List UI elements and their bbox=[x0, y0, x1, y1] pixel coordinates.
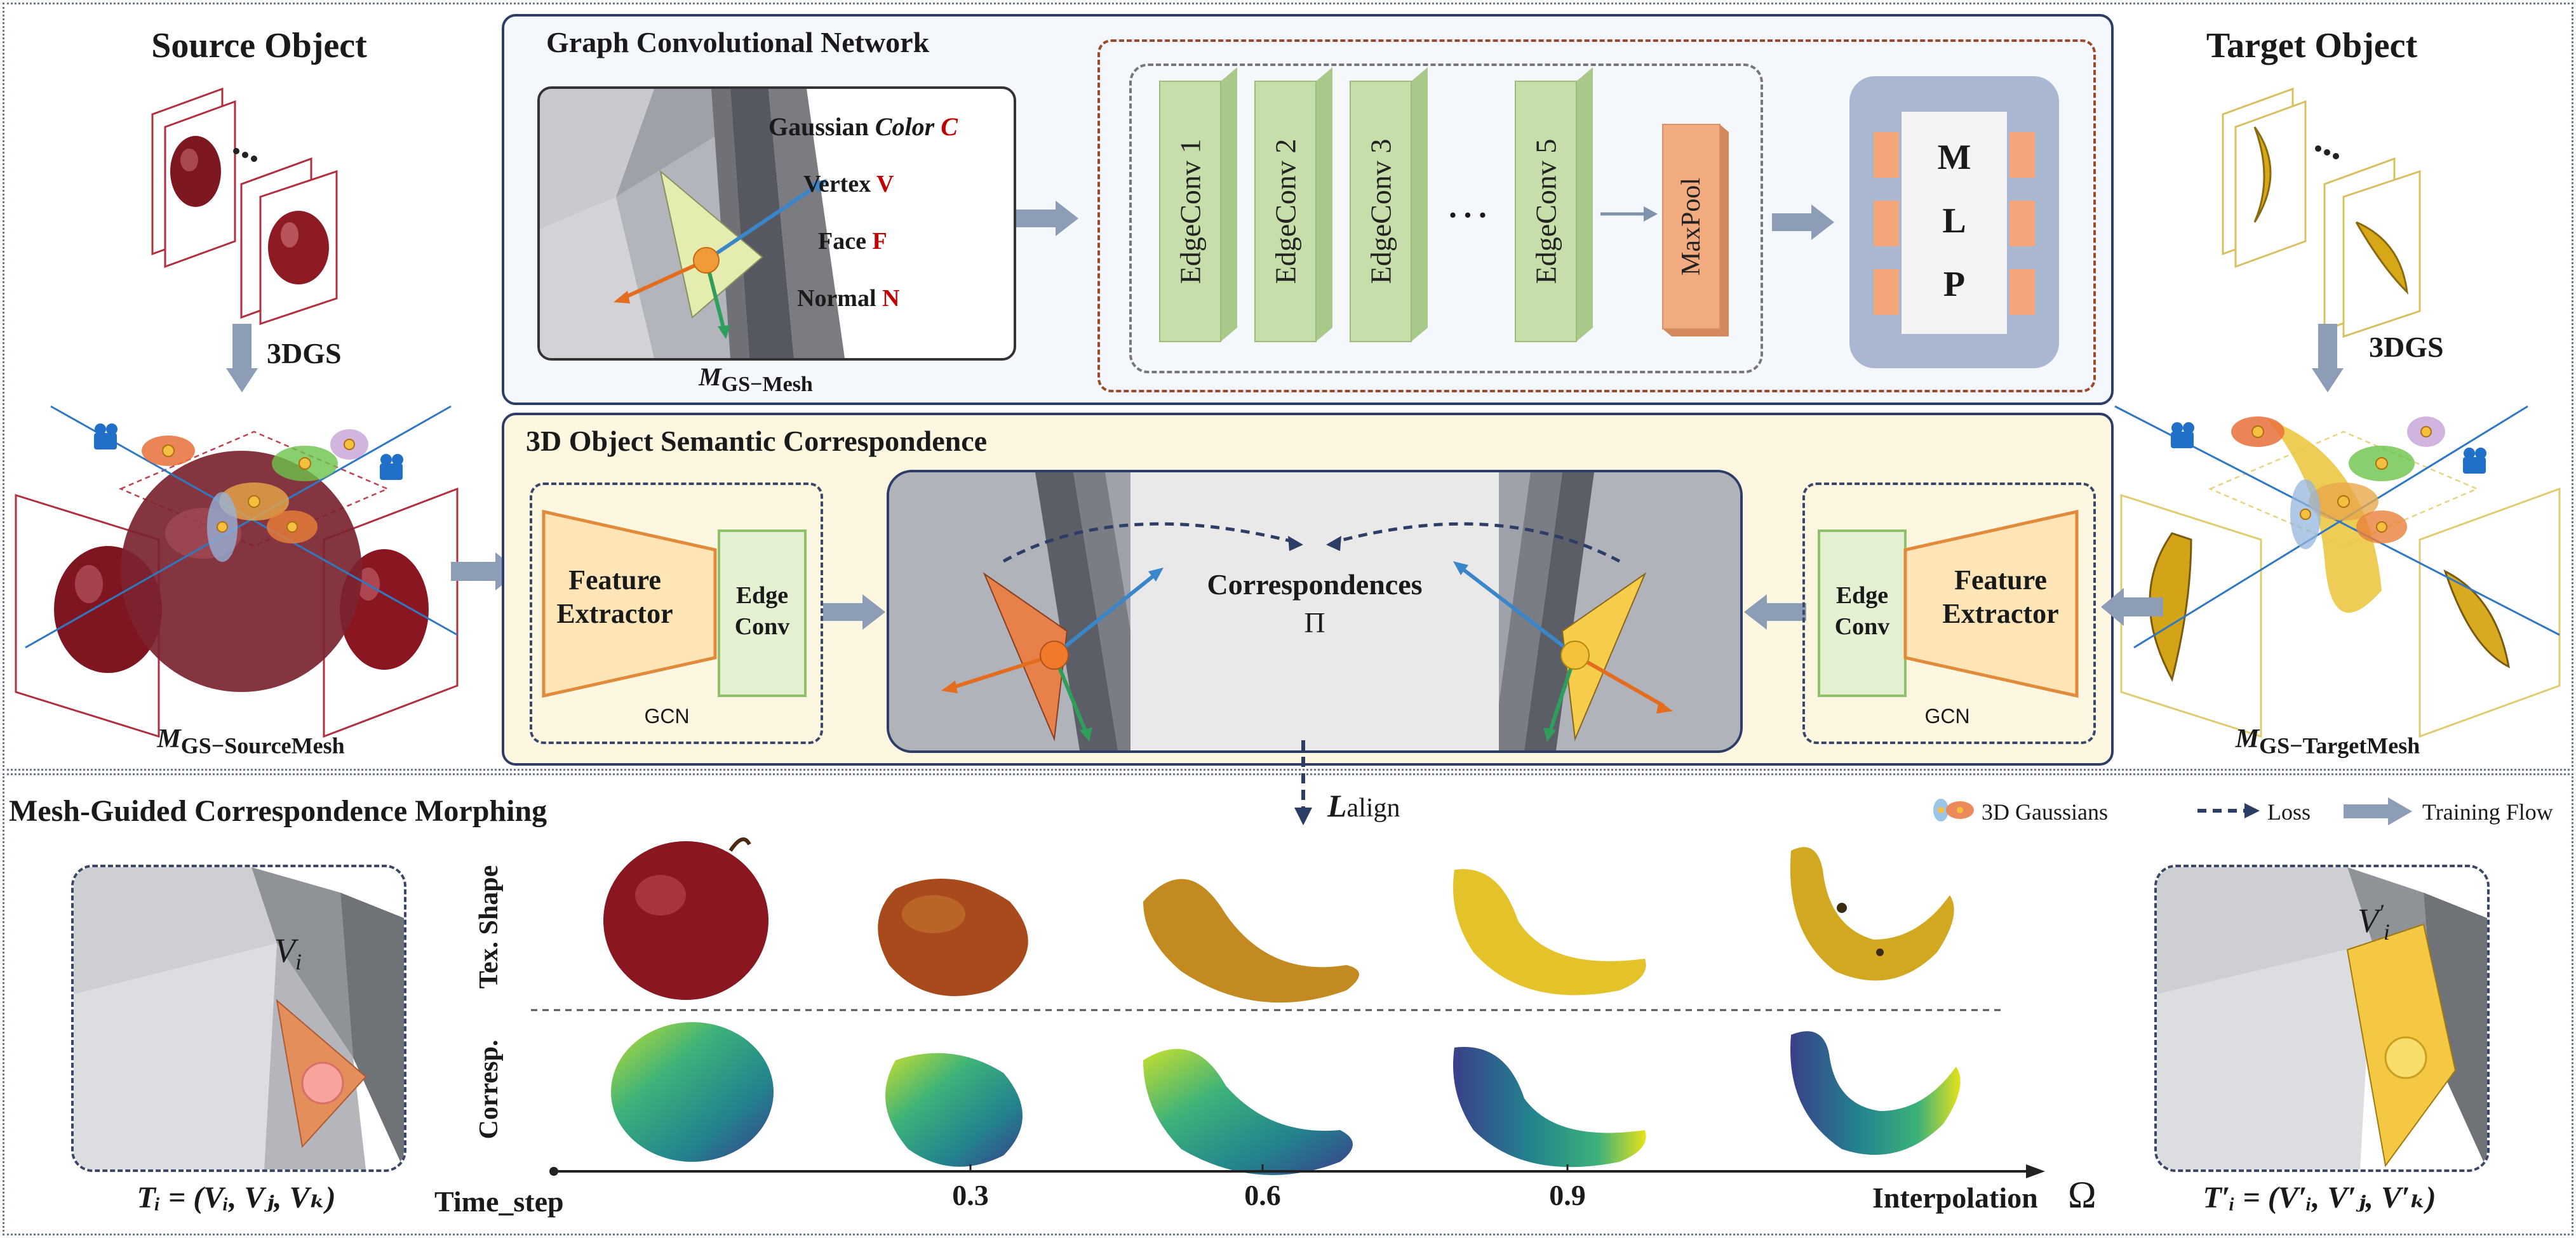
right-feature-extractor-shape bbox=[1903, 509, 2079, 698]
right-vertex-label: V′i bbox=[2358, 900, 2390, 945]
target-3dgs-label: 3DGS bbox=[2369, 331, 2444, 363]
morphing-title: Mesh-Guided Correspondence Morphing bbox=[9, 794, 547, 828]
gcn-input-arrow bbox=[1016, 201, 1078, 236]
axis-tick-0-6: 0.6 bbox=[1244, 1179, 1281, 1211]
left-edgeconv-box: Edge Conv bbox=[718, 529, 807, 697]
source-3dgs-label: 3DGS bbox=[267, 337, 342, 369]
mlp-letter-p: P bbox=[1943, 265, 1966, 304]
axis-start-label: Time_step bbox=[434, 1185, 564, 1218]
left-gcn-box bbox=[530, 483, 823, 744]
edgeconv-block-2: EdgeConv 2 bbox=[1254, 67, 1332, 342]
source-mesh-label: MGS−SourceMesh bbox=[157, 724, 345, 759]
legend-gaussians-label: 3D Gaussians bbox=[1982, 799, 2108, 825]
axis-tick-0-9: 0.9 bbox=[1549, 1179, 1586, 1211]
edgeconv-ellipsis: … bbox=[1446, 178, 1490, 227]
target-gaussian-scene bbox=[2114, 405, 2561, 738]
left-morph-mesh-card: Vi bbox=[71, 865, 406, 1172]
left-gcn-label: GCN bbox=[644, 705, 690, 728]
legend-loss-label: Loss bbox=[2267, 799, 2311, 825]
mlp-letter-l: L bbox=[1942, 201, 1966, 241]
row-label-corresp: Corresp. bbox=[474, 1039, 504, 1140]
target-image-stack bbox=[2222, 87, 2421, 338]
right-feature-extractor-label: Feature Extractor bbox=[1942, 564, 2059, 629]
morph-texture-row bbox=[603, 837, 1954, 1003]
legend-gaussians-icon bbox=[1933, 799, 1974, 822]
right-triangle-formula: T′ᵢ = (V′ᵢ, V′ⱼ, V′ₖ) bbox=[2203, 1181, 2436, 1215]
target-object-title: Target Object bbox=[2206, 26, 2418, 65]
mlp-block: M L P bbox=[1849, 76, 2059, 368]
source-3dgs-arrow bbox=[226, 324, 258, 392]
right-gcn-label: GCN bbox=[1924, 705, 1970, 728]
gcn-title: Graph Convolutional Network bbox=[546, 26, 930, 58]
align-loss-label: Lalign bbox=[1327, 788, 1400, 823]
correspondence-center-symbol: Π bbox=[1304, 606, 1325, 639]
left-feature-extractor-label: Feature Extractor bbox=[556, 564, 673, 629]
right-edgeconv-box: Edge Conv bbox=[1818, 529, 1907, 697]
gcn-attr-face: Face F bbox=[818, 228, 887, 255]
right-morph-mesh-card: V′i bbox=[2154, 865, 2490, 1172]
gcn-mesh-card: Gaussian Color C Vertex V Face F Normal … bbox=[537, 86, 1016, 361]
axis-omega-symbol: Ω bbox=[2068, 1174, 2096, 1216]
legend-flow-icon bbox=[2344, 797, 2412, 825]
maxpool-to-mlp-arrow bbox=[1772, 204, 1834, 240]
bottom-section-border bbox=[3, 773, 2573, 1235]
target-3dgs-arrow bbox=[2312, 324, 2344, 392]
gcn-attr-vertex: Vertex V bbox=[803, 171, 894, 197]
row-label-tex-shape: Tex. Shape bbox=[474, 865, 504, 989]
morph-row-separator bbox=[531, 1009, 2004, 1011]
align-loss-arrow bbox=[1294, 740, 1312, 825]
edgeconv-block-3: EdgeConv 3 bbox=[1350, 67, 1428, 342]
morph-correspondence-row bbox=[611, 1022, 1961, 1175]
edgeconv-block-1: EdgeConv 1 bbox=[1159, 67, 1237, 342]
gcn-mesh-label: MGS−Mesh bbox=[699, 363, 813, 396]
gcn-attr-normal: Normal N bbox=[797, 285, 900, 312]
left-feature-extractor-shape bbox=[542, 509, 717, 698]
mlp-letter-m: M bbox=[1937, 138, 1971, 177]
left-gcn-to-corr-arrow bbox=[823, 594, 885, 630]
left-triangle-formula: Tᵢ = (Vᵢ, Vⱼ, Vₖ) bbox=[137, 1181, 336, 1215]
target-mesh-label: MGS−TargetMesh bbox=[2235, 724, 2420, 759]
gcn-attr-color: Gaussian Color C bbox=[768, 112, 958, 141]
top-section-border bbox=[3, 3, 2573, 771]
source-gaussian-scene bbox=[15, 405, 459, 738]
correspondence-center-box: Correspondences Π bbox=[887, 470, 1743, 753]
time-axis bbox=[549, 1164, 2045, 1178]
legend-loss-icon bbox=[2197, 803, 2260, 818]
correspondence-center-title: Correspondences bbox=[1207, 568, 1423, 601]
source-object-title: Source Object bbox=[151, 26, 367, 65]
left-vertex-label: Vi bbox=[274, 931, 302, 975]
axis-tick-0-3: 0.3 bbox=[952, 1179, 989, 1211]
edgeconv-to-maxpool-arrow bbox=[1600, 206, 1658, 222]
right-gcn-to-corr-arrow bbox=[1744, 594, 1806, 630]
axis-end-label: Interpolation bbox=[1872, 1181, 2038, 1214]
edgeconv-group bbox=[1129, 63, 1763, 373]
correspondence-title: 3D Object Semantic Correspondence bbox=[526, 425, 988, 457]
target-to-correspondence-arrow bbox=[2101, 588, 2163, 626]
right-gcn-box bbox=[1802, 483, 2096, 744]
gcn-network-container bbox=[1097, 39, 2096, 392]
legend-flow-label: Training Flow bbox=[2422, 799, 2553, 825]
edgeconv-block-5: EdgeConv 5 bbox=[1515, 67, 1593, 342]
source-image-stack bbox=[151, 87, 338, 326]
maxpool-block: MaxPool bbox=[1662, 124, 1729, 336]
